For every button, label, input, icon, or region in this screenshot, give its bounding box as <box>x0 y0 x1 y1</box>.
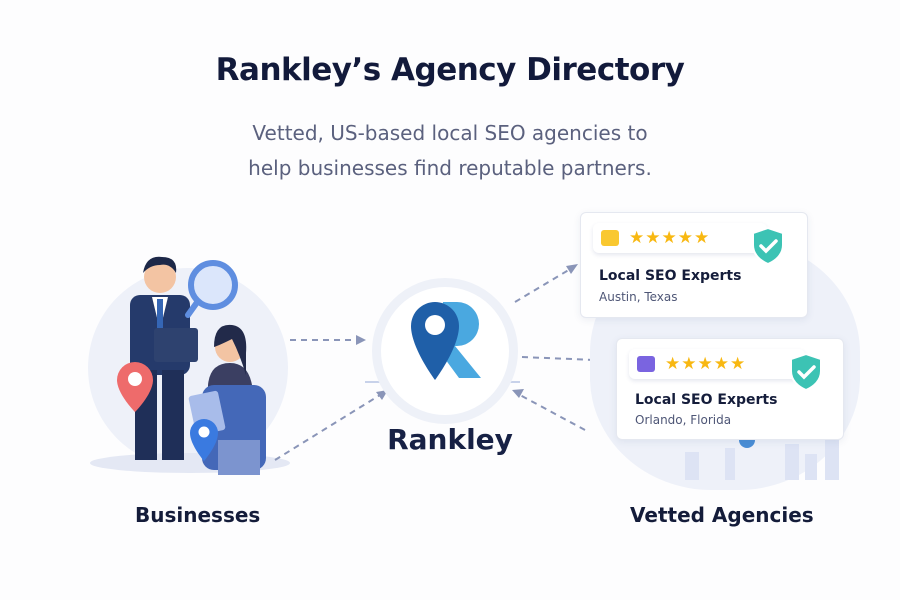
agency-badge-icon <box>601 230 619 246</box>
verified-shield-icon <box>790 353 822 391</box>
star-rating: ★★★★★ <box>629 228 711 248</box>
agency-card-austin[interactable]: ★★★★★ Local SEO Experts Austin, Texas <box>580 212 808 318</box>
agency-title: Local SEO Experts <box>635 392 778 408</box>
businesses-illustration <box>90 256 290 475</box>
verified-shield-icon <box>752 227 784 265</box>
businesses-label: Businesses <box>135 503 261 527</box>
star-rating: ★★★★★ <box>665 354 747 374</box>
rating-bar: ★★★★★ <box>593 223 767 253</box>
page-title: Rankley’s Agency Directory <box>215 52 685 88</box>
agency-title: Local SEO Experts <box>599 268 742 284</box>
subtitle-line-1: Vetted, US-based local SEO agencies to <box>252 121 648 145</box>
rankley-brand-name: Rankley <box>387 423 513 456</box>
vetted-agencies-label: Vetted Agencies <box>630 503 814 527</box>
agency-badge-icon <box>637 356 655 372</box>
agency-location: Orlando, Florida <box>635 413 732 427</box>
agency-card-orlando[interactable]: ★★★★★ Local SEO Experts Orlando, Florida <box>616 338 844 440</box>
rankley-logo-icon <box>411 302 481 380</box>
agency-location: Austin, Texas <box>599 290 678 304</box>
subtitle-line-2: help businesses find reputable partners. <box>248 156 652 180</box>
city-skyline <box>685 432 839 480</box>
page-subtitle: Vetted, US-based local SEO agencies to h… <box>0 116 900 186</box>
rating-bar: ★★★★★ <box>629 349 805 379</box>
